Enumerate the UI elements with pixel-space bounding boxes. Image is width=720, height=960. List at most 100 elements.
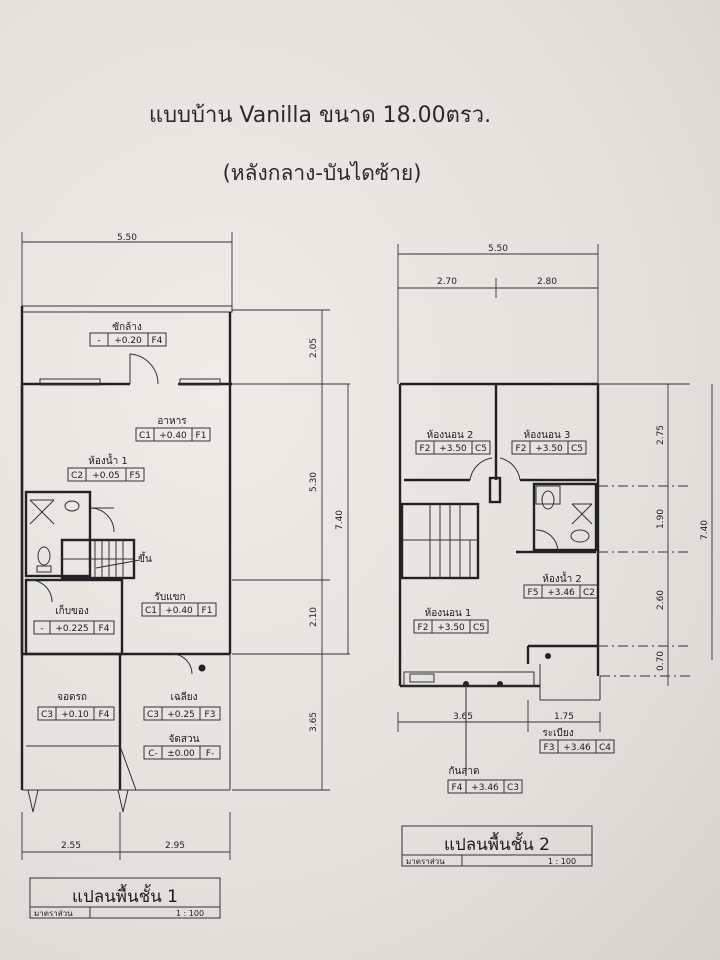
- p2-dim-right-1: 2.75: [656, 425, 666, 445]
- p1-laundry-label: ซักล้าง: [112, 321, 142, 333]
- svg-text:+3.46: +3.46: [563, 743, 591, 753]
- p2-bath2-tag: F5 +3.46 C2: [523, 584, 599, 599]
- p1-bath1-label: ห้องน้ำ 1: [88, 453, 127, 467]
- svg-text:C-: C-: [148, 749, 158, 759]
- p1-stair-up-label: ขึ้น: [138, 551, 152, 565]
- svg-text:F2: F2: [418, 623, 429, 633]
- svg-text:+3.50: +3.50: [439, 444, 467, 454]
- svg-text:F3: F3: [544, 743, 555, 753]
- svg-text:+0.05: +0.05: [92, 471, 120, 481]
- svg-text:-: -: [40, 624, 43, 634]
- svg-text:±0.00: ±0.00: [167, 749, 195, 759]
- svg-text:+0.40: +0.40: [165, 606, 193, 616]
- svg-text:+3.46: +3.46: [547, 588, 575, 598]
- p1-bath1-tag: C2 +0.05 F5: [67, 467, 145, 482]
- p1-dim-right-3: 2.10: [309, 607, 319, 627]
- p2-bed1-label: ห้องนอน 1: [425, 607, 472, 619]
- svg-text:C5: C5: [571, 444, 583, 454]
- svg-text:C3: C3: [147, 710, 159, 720]
- p1-dim-right-total: 7.40: [335, 510, 345, 530]
- p1-dining-label: อาหาร: [157, 416, 187, 427]
- p2-dim-bottom-right: 1.75: [554, 712, 574, 722]
- svg-text:+3.50: +3.50: [535, 444, 563, 454]
- svg-text:F-: F-: [206, 749, 214, 759]
- page-title: แบบบ้าน Vanilla ขนาด 18.00ตรว.: [149, 103, 491, 128]
- p2-title-block: แปลนพื้นชั้น 2 มาตราส่วน 1 : 100: [401, 825, 593, 867]
- p2-dim-right-3: 2.60: [656, 590, 666, 610]
- svg-text:F3: F3: [205, 710, 216, 720]
- p2-balcony-label: ระเบียง: [542, 727, 573, 739]
- p1-living-label: รับแขก: [154, 592, 185, 603]
- p2-bed3-label: ห้องนอน 3: [524, 429, 571, 441]
- svg-text:C1: C1: [145, 606, 157, 616]
- svg-text:F4: F4: [99, 624, 110, 634]
- svg-text:C3: C3: [41, 710, 53, 720]
- svg-text:F4: F4: [452, 783, 463, 793]
- p2-dim-right-2: 1.90: [656, 509, 666, 529]
- p2-canopy-tag: F4 +3.46 C3: [447, 779, 523, 794]
- p1-carport-label: จอดรถ: [57, 692, 87, 703]
- svg-text:+3.50: +3.50: [437, 623, 465, 633]
- p1-laundry-tag: - +0.20 F4: [89, 332, 167, 347]
- p1-living-tag: C1 +0.40 F1: [141, 602, 217, 617]
- svg-text:F2: F2: [516, 444, 527, 454]
- p1-dim-bottom-left: 2.55: [61, 841, 81, 851]
- svg-text:C4: C4: [599, 743, 611, 753]
- p2-bed2-label: ห้องนอน 2: [427, 429, 474, 441]
- plan-1: 5.50: [20, 232, 350, 919]
- p2-dim-top: 5.50: [488, 244, 508, 254]
- svg-text:C3: C3: [507, 783, 519, 793]
- p2-scale-label: มาตราส่วน: [406, 857, 445, 866]
- svg-text:C5: C5: [473, 623, 485, 633]
- p2-bed3-tag: F2 +3.50 C5: [511, 440, 587, 455]
- p2-dim-top-right: 2.80: [537, 277, 557, 287]
- svg-text:C5: C5: [475, 444, 487, 454]
- p2-bed2-tag: F2 +3.50 C5: [415, 440, 491, 455]
- svg-text:C1: C1: [139, 431, 151, 441]
- p1-dim-right-4: 3.65: [309, 712, 319, 732]
- p1-dim-bottom-right: 2.95: [165, 841, 185, 851]
- p2-balcony-tag: F3 +3.46 C4: [539, 739, 615, 754]
- p1-garden-label: จัดสวน: [169, 734, 200, 745]
- svg-text:+0.40: +0.40: [159, 431, 187, 441]
- p2-dim-top-left: 2.70: [437, 277, 457, 287]
- p1-storage-label: เก็บของ: [55, 603, 89, 617]
- svg-text:C2: C2: [71, 471, 83, 481]
- plan-2: 5.50 2.70 2.80: [397, 244, 713, 867]
- svg-text:+0.10: +0.10: [61, 710, 89, 720]
- svg-text:+0.225: +0.225: [55, 624, 88, 634]
- svg-text:-: -: [97, 336, 100, 346]
- p2-bed1-tag: F2 +3.50 C5: [413, 619, 489, 634]
- page-subtitle: (หลังกลาง-บันไดซ้าย): [223, 161, 422, 185]
- svg-text:F1: F1: [196, 431, 207, 441]
- p1-dim-right-2: 5.30: [309, 472, 319, 492]
- p1-dining-tag: C1 +0.40 F1: [135, 427, 211, 442]
- p2-dim-right-total: 7.40: [700, 520, 710, 540]
- p1-terrace-tag: C3 +0.25 F3: [143, 706, 221, 721]
- p1-garden-tag: C- ±0.00 F-: [143, 745, 221, 760]
- svg-text:C2: C2: [583, 588, 595, 598]
- svg-text:F5: F5: [130, 471, 141, 481]
- p1-storage-tag: - +0.225 F4: [33, 620, 115, 635]
- p2-canopy-label: กันสาด: [448, 766, 479, 777]
- p2-dim-right-4: 0.70: [656, 651, 666, 671]
- svg-text:+0.25: +0.25: [167, 710, 195, 720]
- p2-bath2-label: ห้องน้ำ 2: [542, 571, 581, 585]
- p1-scale-value: 1 : 100: [176, 909, 204, 918]
- p2-dim-bottom-left: 3.65: [453, 712, 473, 722]
- p1-carport-tag: C3 +0.10 F4: [37, 706, 115, 721]
- p1-dim-top: 5.50: [117, 233, 137, 243]
- p1-plan-name: แปลนพื้นชั้น 1: [72, 884, 178, 907]
- svg-text:F2: F2: [420, 444, 431, 454]
- svg-text:+3.46: +3.46: [471, 783, 499, 793]
- p2-plan-name: แปลนพื้นชั้น 2: [444, 832, 550, 855]
- p1-terrace-label: เฉลียง: [170, 691, 197, 703]
- svg-text:+0.20: +0.20: [114, 336, 142, 346]
- p1-title-block: แปลนพื้นชั้น 1 มาตราส่วน 1 : 100: [29, 877, 221, 919]
- svg-text:F5: F5: [528, 588, 539, 598]
- svg-text:F1: F1: [202, 606, 213, 616]
- p2-scale-value: 1 : 100: [548, 857, 576, 866]
- p1-dim-right-1: 2.05: [309, 338, 319, 358]
